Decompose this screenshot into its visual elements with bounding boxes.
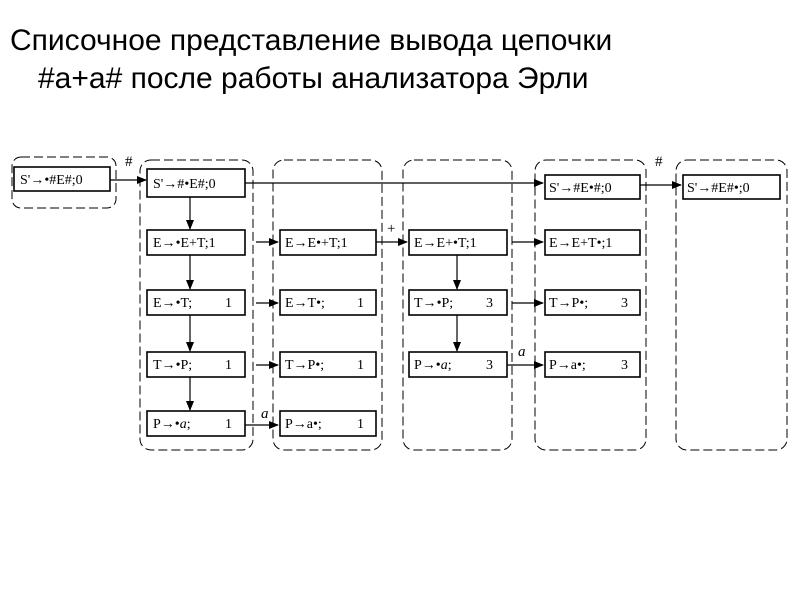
item-text-4-1: E→E+T•;1 xyxy=(549,236,612,251)
list-container-0 xyxy=(11,156,117,209)
title-line-2: #a+a# после работы анализатора Эрли xyxy=(38,62,589,95)
item-text-4-3: P→a•;3 xyxy=(549,358,628,373)
item-box-3-2 xyxy=(408,351,508,378)
slide-title: Списочное представление вывода цепочки #… xyxy=(10,22,790,98)
item-box-2-1 xyxy=(279,289,377,316)
item-text-1-3: T→•P;1 xyxy=(153,358,232,373)
item-box-5-0 xyxy=(682,174,781,200)
item-box-4-0 xyxy=(544,174,641,200)
item-box-2-3 xyxy=(279,410,377,437)
transition-label-hash-1: # xyxy=(125,154,133,170)
item-box-1-0 xyxy=(146,168,246,198)
item-box-4-2 xyxy=(544,289,641,316)
transition-label-a-1: a xyxy=(261,406,269,422)
item-text-2-1: E→T•;1 xyxy=(285,296,364,311)
transition-label-hash-2: # xyxy=(655,154,663,170)
item-text-1-4: P→•a;1 xyxy=(153,417,232,432)
item-text-3-2: P→•a;3 xyxy=(414,358,493,373)
item-box-1-1 xyxy=(146,229,246,256)
item-text-1-0: S'→#•E#;0 xyxy=(153,177,216,192)
item-box-4-3 xyxy=(544,351,641,378)
list-container-5 xyxy=(675,159,788,451)
list-container-1 xyxy=(139,159,254,451)
item-box-3-1 xyxy=(408,289,508,316)
item-text-0-0: S'→•#E#;0 xyxy=(20,173,83,188)
list-container-3 xyxy=(402,159,513,451)
item-box-2-2 xyxy=(279,351,377,378)
item-text-2-0: E→E•+T;1 xyxy=(285,236,348,251)
item-text-3-1: T→•P;3 xyxy=(414,296,493,311)
item-box-1-3 xyxy=(146,351,246,378)
item-text-3-0: E→E+•T;1 xyxy=(414,236,477,251)
item-text-1-1: E→•E+T;1 xyxy=(153,236,216,251)
item-text-5-0: S'→#E#•;0 xyxy=(687,181,750,196)
item-box-1-4 xyxy=(146,410,246,437)
item-text-2-3: P→a•;1 xyxy=(285,417,364,432)
transition-label-a-2: a xyxy=(518,344,526,360)
item-text-4-2: T→P•;3 xyxy=(549,296,628,311)
item-text-4-0: S'→#E•#;0 xyxy=(549,181,612,196)
item-box-3-0 xyxy=(408,229,508,256)
item-box-0-0 xyxy=(13,166,111,192)
item-text-1-2: E→•T;1 xyxy=(153,296,232,311)
item-text-2-2: T→P•;1 xyxy=(285,358,364,373)
transition-label-plus: + xyxy=(387,221,395,237)
item-box-4-1 xyxy=(544,229,641,256)
item-box-1-2 xyxy=(146,289,246,316)
title-line-1: Списочное представление вывода цепочки xyxy=(10,24,613,57)
